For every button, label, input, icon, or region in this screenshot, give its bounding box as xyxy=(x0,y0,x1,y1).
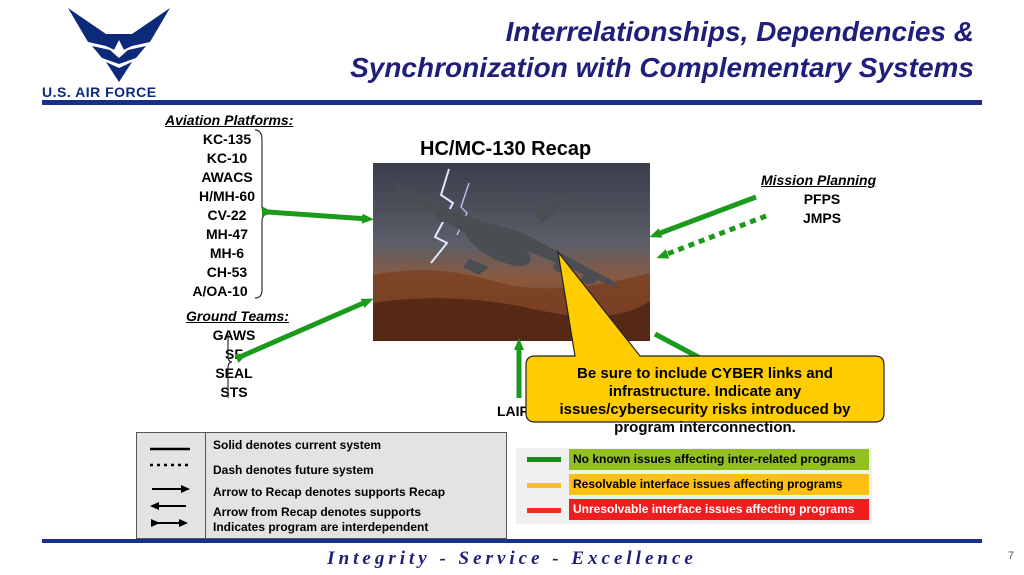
aviation-item: KC-10 xyxy=(206,150,248,166)
aviation-header: Aviation Platforms: xyxy=(165,112,294,128)
air-force-logo-icon xyxy=(68,8,170,82)
aviation-brace xyxy=(254,129,269,299)
aviation-item: AWACS xyxy=(201,169,253,185)
legend-arrow-to-text: Arrow to Recap denotes supports Recap xyxy=(213,485,446,499)
logo-text: U.S. AIR FORCE xyxy=(42,84,157,100)
status-line-red xyxy=(527,508,561,513)
aviation-item: MH-47 xyxy=(205,226,248,242)
status-line-yellow xyxy=(527,483,561,488)
status-no-known-issues: No known issues affecting inter-related … xyxy=(569,449,869,470)
callout-line: infrastructure. Indicate any xyxy=(608,383,802,400)
mission-header: Mission Planning xyxy=(761,172,877,188)
arrow-pfps xyxy=(649,194,757,238)
legend-arrow-from-text: Arrow from Recap denotes supports xyxy=(213,505,422,519)
status-resolvable-issues: Resolvable interface issues affecting pr… xyxy=(569,474,869,495)
arrow-right-lower xyxy=(653,331,702,361)
callout-text: Be sure to include CYBER links and infra… xyxy=(526,365,884,437)
mission-item: JMPS xyxy=(802,210,842,226)
legend-divider xyxy=(205,432,206,538)
aviation-item: H/MH-60 xyxy=(198,188,255,204)
legend-solid-text: Solid denotes current system xyxy=(213,438,382,452)
aviation-item: MH-6 xyxy=(209,245,245,261)
callout-line: issues/cybersecurity risks introduced by xyxy=(559,401,851,418)
bottom-rule xyxy=(42,539,982,543)
footer-motto: Integrity - Service - Excellence xyxy=(327,548,697,569)
ground-item: SEAL xyxy=(215,365,253,381)
status-line-green xyxy=(527,457,561,462)
mission-item: PFPS xyxy=(803,191,841,207)
mission-list: PFPS JMPS xyxy=(790,190,854,228)
aviation-item: KC-135 xyxy=(202,131,252,147)
title-line-1: Interrelationships, Dependencies & xyxy=(505,16,974,47)
arrow-ground xyxy=(234,298,374,363)
ground-item: STS xyxy=(220,384,248,400)
page-title: Interrelationships, Dependencies & Synch… xyxy=(214,14,974,86)
callout-line: Be sure to include CYBER links and xyxy=(577,365,833,382)
aviation-item: A/OA-10 xyxy=(192,283,248,299)
arrow-aviation xyxy=(261,206,374,224)
callout-bubble xyxy=(525,249,885,423)
callout-line: program interconnection. xyxy=(614,419,796,436)
status-unresolvable-issues: Unresolvable interface issues affecting … xyxy=(569,499,869,520)
legend-dash-text: Dash denotes future system xyxy=(213,463,374,477)
arrow-jmps xyxy=(656,213,767,259)
aviation-item: CV-22 xyxy=(207,207,247,223)
top-rule xyxy=(42,100,982,105)
legend-interdependent-text: Indicates program are interdependent xyxy=(213,520,429,534)
ground-brace xyxy=(227,334,233,398)
page-number: 7 xyxy=(1007,550,1014,562)
title-line-2: Synchronization with Complementary Syste… xyxy=(350,52,974,83)
recap-title: HC/MC-130 Recap xyxy=(420,138,592,160)
aviation-item: CH-53 xyxy=(206,264,248,280)
aviation-list: KC-135 KC-10 AWACS H/MH-60 CV-22 MH-47 M… xyxy=(186,130,268,301)
lair-label: LAIR xyxy=(497,403,530,419)
